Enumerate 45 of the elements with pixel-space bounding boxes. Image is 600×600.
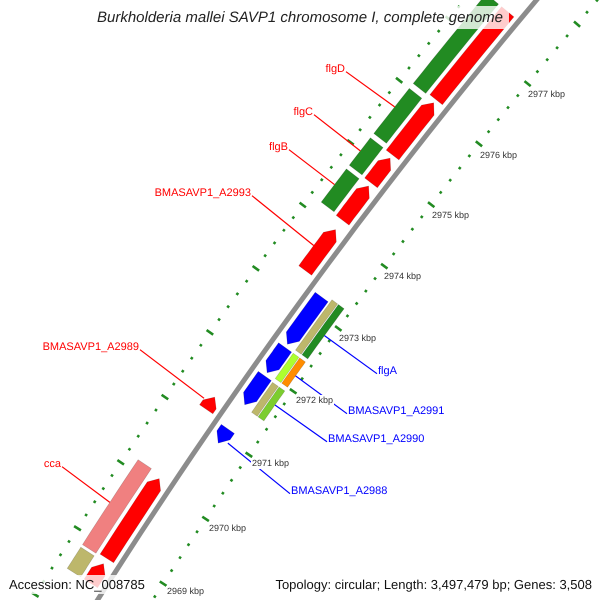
scale-label: 2973 kbp xyxy=(338,333,378,344)
gene-label: BMASAVP1_A2990 xyxy=(328,434,424,445)
gene-feature xyxy=(66,546,95,578)
leader-line xyxy=(314,114,361,152)
leader-line xyxy=(274,404,328,442)
gene-feature xyxy=(251,382,286,422)
gene-feature xyxy=(386,102,434,160)
gene-feature xyxy=(216,424,235,444)
gene-label: BMASAVP1_A2991 xyxy=(348,406,444,417)
gene-feature xyxy=(199,396,217,414)
gene-feature xyxy=(100,478,161,564)
gene-feature xyxy=(336,186,370,226)
gene-label: flgD xyxy=(325,64,345,75)
leader-line xyxy=(288,149,335,186)
leader-line xyxy=(227,442,290,494)
gene-feature xyxy=(266,342,292,374)
scale-label: 2972 kbp xyxy=(295,395,334,406)
scale-label: 2975 kbp xyxy=(431,210,470,221)
leader-line xyxy=(346,71,396,108)
leader-line xyxy=(252,195,314,246)
gene-feature xyxy=(243,370,272,406)
scale-label: 2969 kbp xyxy=(166,586,206,597)
gene-feature xyxy=(298,229,337,276)
gene-feature xyxy=(373,88,422,144)
leader-line xyxy=(140,349,204,399)
gene-feature xyxy=(82,459,152,554)
gene-label: flgB xyxy=(269,142,288,153)
leader-line xyxy=(324,335,378,374)
scale-label: 2974 kbp xyxy=(383,271,422,282)
scale-label: 2977 kbp xyxy=(527,89,566,100)
gene-feature xyxy=(320,168,360,212)
scale-label: 2971 kbp xyxy=(251,458,290,469)
gene-label: BMASAVP1_A2989 xyxy=(42,342,139,353)
gene-label: flgA xyxy=(378,366,397,377)
gene-label: cca xyxy=(44,459,61,470)
leader-line xyxy=(62,466,110,503)
gene-label: BMASAVP1_A2993 xyxy=(154,188,251,199)
scale-label: 2970 kbp xyxy=(208,523,248,534)
gene-label: flgC xyxy=(293,107,313,118)
scale-label: 2976 kbp xyxy=(479,150,518,161)
gene-feature xyxy=(274,352,306,388)
gene-feature xyxy=(348,137,384,176)
gene-feature xyxy=(364,158,391,188)
gene-label: BMASAVP1_A2988 xyxy=(291,486,388,497)
gene-feature xyxy=(286,292,329,345)
